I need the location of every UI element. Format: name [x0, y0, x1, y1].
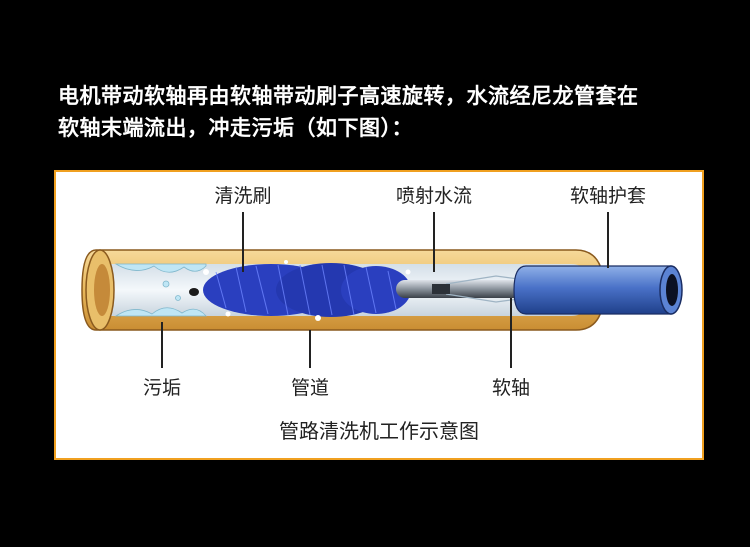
- dirt-lump: [189, 288, 199, 296]
- label-sheath: 软轴护套: [570, 185, 646, 207]
- label-jet: 喷射水流: [396, 185, 472, 207]
- label-pipe: 管道: [291, 377, 329, 399]
- dirt-deposits: [114, 263, 207, 317]
- label-dirt: 污垢: [143, 377, 181, 399]
- intro-line-1: 电机带动软轴再由软轴带动刷子高速旋转，水流经尼龙管套在: [58, 84, 639, 108]
- diagram-panel: 清洗刷 喷射水流 软轴护套 污垢 管道 软轴 管路清洗机工作示意图: [54, 170, 704, 460]
- shaft-sheath: [513, 265, 683, 315]
- label-brush: 清洗刷: [214, 185, 271, 207]
- label-shaft: 软轴: [492, 377, 530, 399]
- intro-line-2: 软轴末端流出，冲走污垢（如下图）：: [58, 116, 413, 140]
- soft-shaft: [396, 280, 536, 298]
- intro-text: 电机带动软轴再由软轴带动刷子高速旋转，水流经尼龙管套在 软轴末端流出，冲走污垢（…: [58, 80, 718, 144]
- cleaning-brush: [203, 260, 411, 321]
- diagram-caption: 管路清洗机工作示意图: [279, 419, 479, 443]
- pipe-cleaner-diagram: 清洗刷 喷射水流 软轴护套 污垢 管道 软轴 管路清洗机工作示意图: [81, 185, 683, 443]
